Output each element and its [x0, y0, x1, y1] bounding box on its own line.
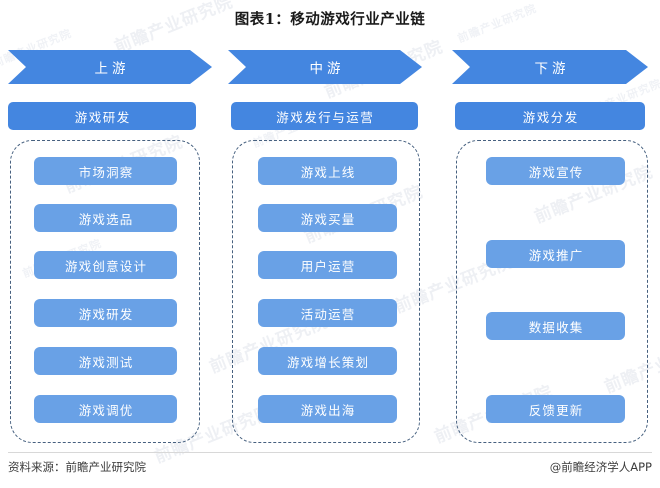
chain-item-label: 游戏选品 [78, 211, 134, 227]
stage-arrow-label: 上游 [94, 61, 130, 77]
chain-item[interactable]: 数据收集 [486, 312, 625, 340]
dashed-group-container [456, 140, 648, 443]
chain-item-label: 游戏研发 [78, 306, 134, 322]
chain-item[interactable]: 游戏买量 [258, 204, 397, 232]
chain-item[interactable]: 游戏宣传 [486, 157, 625, 185]
stage-arrow-header[interactable]: 下游 [452, 50, 648, 84]
chain-item-label: 游戏测试 [78, 354, 134, 370]
chain-item-label: 游戏出海 [300, 402, 356, 418]
chain-item-label: 游戏买量 [300, 211, 356, 227]
chain-item-label: 游戏上线 [300, 164, 356, 180]
chain-item-label: 反馈更新 [528, 402, 584, 418]
stage-arrow-label: 下游 [534, 61, 570, 77]
chain-item-label: 游戏调优 [78, 402, 134, 418]
segment-label: 游戏研发 [74, 109, 131, 125]
chain-item[interactable]: 反馈更新 [486, 395, 625, 423]
segment-label: 游戏发行与运营 [276, 109, 375, 125]
stage-arrow-header[interactable]: 中游 [228, 50, 422, 84]
attribution-note: @前瞻经济学人APP [549, 460, 652, 474]
dashed-group-container [232, 140, 420, 443]
segment-box[interactable]: 游戏研发 [8, 102, 196, 130]
footer-divider [8, 452, 652, 453]
chain-item[interactable]: 游戏上线 [258, 157, 397, 185]
chain-item-label: 游戏增长策划 [286, 354, 370, 370]
dashed-group-container [10, 140, 200, 443]
chain-item-label: 数据收集 [528, 319, 584, 335]
chain-item-label: 游戏推广 [528, 247, 584, 263]
chain-column-0: 上游游戏研发市场洞察游戏选品游戏创意设计游戏研发游戏测试游戏调优 [8, 50, 212, 446]
chain-item[interactable]: 市场洞察 [34, 157, 177, 185]
chain-item[interactable]: 游戏调优 [34, 395, 177, 423]
chain-item-label: 游戏宣传 [528, 164, 584, 180]
chain-item[interactable]: 游戏推广 [486, 240, 625, 268]
chain-column-2: 下游游戏分发游戏宣传游戏推广数据收集反馈更新 [452, 50, 648, 446]
chain-item[interactable]: 游戏选品 [34, 204, 177, 232]
segment-box[interactable]: 游戏发行与运营 [231, 102, 418, 130]
segment-box[interactable]: 游戏分发 [455, 102, 645, 130]
chain-item[interactable]: 游戏研发 [34, 299, 177, 327]
chain-item[interactable]: 游戏测试 [34, 347, 177, 375]
footer: 资料来源：前瞻产业研究院 @前瞻经济学人APP [8, 459, 652, 475]
chain-item-label: 活动运营 [300, 306, 356, 322]
page-title: 图表1：移动游戏行业产业链 [234, 11, 426, 28]
segment-label: 游戏分发 [522, 109, 579, 125]
chain-item[interactable]: 用户运营 [258, 251, 397, 279]
chain-item[interactable]: 游戏出海 [258, 395, 397, 423]
chain-item-label: 游戏创意设计 [64, 258, 148, 274]
chain-item-label: 用户运营 [300, 258, 356, 274]
value-chain-diagram: 上游游戏研发市场洞察游戏选品游戏创意设计游戏研发游戏测试游戏调优中游游戏发行与运… [0, 50, 660, 446]
chain-item[interactable]: 游戏增长策划 [258, 347, 397, 375]
chain-item[interactable]: 活动运营 [258, 299, 397, 327]
chain-item-label: 市场洞察 [78, 164, 134, 180]
stage-arrow-header[interactable]: 上游 [8, 50, 212, 84]
chain-column-1: 中游游戏发行与运营游戏上线游戏买量用户运营活动运营游戏增长策划游戏出海 [228, 50, 422, 446]
source-note: 资料来源：前瞻产业研究院 [8, 460, 146, 474]
stage-arrow-label: 中游 [309, 61, 345, 77]
chain-item[interactable]: 游戏创意设计 [34, 251, 177, 279]
